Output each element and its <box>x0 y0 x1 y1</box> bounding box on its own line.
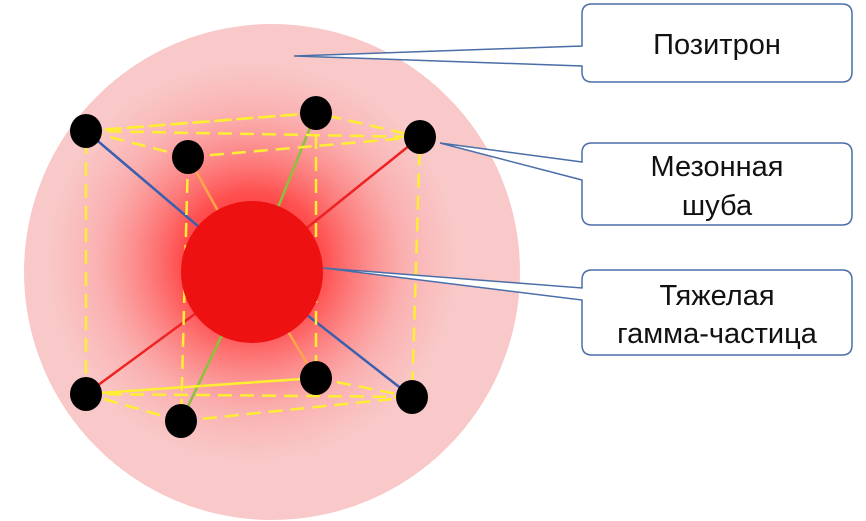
callout-positron-shape <box>293 3 853 83</box>
meson-node <box>70 114 102 148</box>
gamma-particle-core <box>181 201 323 343</box>
callout-positron-label: Позитрон <box>653 29 781 61</box>
callout-meson-coat-line1: Мезонная <box>651 151 784 183</box>
meson-node <box>300 96 332 130</box>
callout-gamma-particle-line2: гамма-частица <box>617 318 818 350</box>
callout-gamma-particle: Тяжелая гамма-частица <box>322 267 853 356</box>
callout-gamma-particle-shape <box>322 267 853 356</box>
meson-node <box>300 361 332 395</box>
callout-meson-coat: Мезонная шуба <box>439 142 853 226</box>
meson-node <box>70 377 102 411</box>
meson-nodes <box>70 96 436 438</box>
callout-meson-coat-shape <box>439 142 853 226</box>
meson-node <box>404 120 436 154</box>
meson-node <box>172 140 204 174</box>
meson-node <box>396 380 428 414</box>
callout-meson-coat-line2: шуба <box>682 190 753 222</box>
callout-positron: Позитрон <box>293 3 853 83</box>
callout-gamma-particle-line1: Тяжелая <box>659 280 774 312</box>
meson-node <box>165 404 197 438</box>
